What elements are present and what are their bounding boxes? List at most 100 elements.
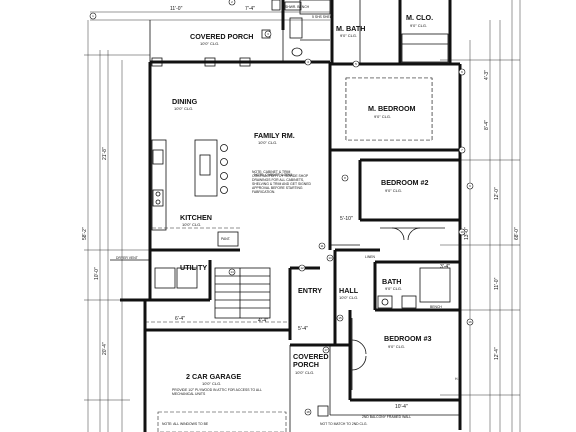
section-mark: [304, 58, 312, 66]
room-utility: UTILITY: [180, 263, 207, 272]
section-mark-label: 6: [461, 70, 463, 74]
ceiling-covered-porch-front: 10'0" CLG.: [295, 370, 314, 375]
ceiling-bedroom-3: 9'0" CLG.: [388, 344, 405, 349]
section-mark: [326, 254, 334, 262]
stair: [214, 267, 271, 319]
room-bath: BATH: [382, 277, 401, 286]
section-mark: [304, 408, 312, 416]
dim-hall: 5'-10": [340, 216, 353, 222]
dim-bath: 3'-4": [440, 264, 450, 270]
section-mark-label: 9: [469, 184, 471, 188]
note-garage: PROVIDE 1/2" PLYWOOD IN ATTIC FOR ACCESS…: [172, 388, 262, 396]
label-hb: H.B.: [455, 377, 462, 381]
room-entry: ENTRY: [298, 286, 322, 295]
ceiling-garage: 10'0" CLG.: [202, 381, 221, 386]
room-hall: HALL: [339, 286, 359, 295]
section-mark-label: 15: [338, 316, 342, 320]
room-m-bedroom: M. BEDROOM: [368, 104, 416, 113]
room-m-clo: M. CLO.: [406, 13, 433, 22]
section-mark-label: 7: [461, 148, 463, 152]
room-garage: 2 CAR GARAGE: [186, 372, 241, 381]
dim-right-5: 12'-4": [494, 347, 500, 360]
section-mark-label: 1: [92, 14, 94, 18]
dim-stair: 4'-4": [258, 318, 268, 324]
room-covered-porch-top: COVERED PORCH: [190, 32, 254, 41]
note-balcony: 2ND BALCONY FRAMED WALL: [362, 415, 411, 419]
section-mark: [264, 30, 272, 38]
section-mark: [458, 146, 466, 154]
note-cabinet-text: NOTE: CABINET & TRIM CONTRACTOR TO PROVI…: [252, 170, 311, 194]
section-mark: [352, 60, 360, 68]
label-bench: BENCH: [430, 305, 442, 309]
section-mark-label: 4: [307, 60, 309, 64]
dim-left-lower: 20'-4": [102, 342, 108, 355]
dim-right-1: 4'-3": [484, 70, 490, 80]
covered-porch-front: [289, 343, 460, 432]
ceiling-bath: 9'0" CLG.: [385, 286, 402, 291]
room-dining: DINING: [172, 97, 198, 106]
ceiling-kitchen: 10'0" CLG.: [182, 222, 201, 227]
room-bedroom-3: BEDROOM #3: [384, 334, 432, 343]
section-mark: [318, 242, 326, 250]
garage: [145, 321, 290, 432]
dim-right-outer: 68'-0": [514, 227, 520, 240]
section-mark: [466, 182, 474, 190]
dim-left-upper: 21'-8": [102, 147, 108, 160]
room-bedroom-2: BEDROOM #2: [381, 178, 429, 187]
master-suite-walls: [281, 0, 462, 430]
section-mark-label: 5: [355, 62, 357, 66]
dim-garage: 6'-4": [175, 316, 185, 322]
section-mark: [89, 12, 97, 20]
room-family: FAMILY RM.: [254, 131, 295, 140]
label-shower-bench: SHWR. BENCH: [285, 5, 310, 9]
label-linen: LINEN: [365, 255, 376, 259]
section-mark-label: 3: [267, 32, 269, 36]
dim-bed3: 10'-4": [395, 404, 408, 410]
bedroom-3-walls: [348, 310, 460, 402]
dim-left-inner: 10'-0": [94, 267, 100, 280]
kitchen-fixtures: [151, 139, 240, 247]
section-mark: [466, 318, 474, 326]
section-mark: [228, 268, 236, 276]
right-dimension-lines: [440, 0, 521, 432]
room-m-bath: M. BATH: [336, 24, 365, 33]
section-mark-label: 10: [460, 230, 464, 234]
section-mark-label: 11: [320, 244, 323, 248]
section-mark: [458, 228, 466, 236]
section-mark-label: 17: [324, 348, 328, 352]
label-shs-shelf: 5 SHS SHELF: [312, 15, 334, 19]
label-dryer-vent: DRYER VENT: [116, 256, 138, 260]
ceiling-dining: 10'0" CLG.: [174, 106, 193, 111]
room-covered-porch-front-2: PORCH: [293, 360, 319, 369]
section-mark: [228, 0, 236, 6]
room-kitchen: KITCHEN: [180, 213, 212, 222]
dim-top-left: 11'-0": [170, 6, 183, 12]
dim-right-4: 11'-0": [494, 277, 500, 290]
note-bottom: NOT TO MATCH TO 2ND CLG.: [320, 422, 368, 426]
section-mark-label: 16: [468, 320, 472, 324]
ceiling-bedroom-2: 9'0" CLG.: [385, 188, 402, 193]
dim-entry: 5'-4": [298, 326, 308, 332]
room-covered-porch-front-1: COVERED: [293, 352, 329, 361]
section-mark-label: 12: [300, 266, 304, 270]
dim-right-3: 12'-0": [494, 187, 500, 200]
section-mark: [458, 68, 466, 76]
section-mark-label: 13: [328, 256, 332, 260]
note-cabinet: NOTE: CABINET & TRIM: [254, 173, 292, 177]
section-mark: [322, 346, 330, 354]
section-mark-label: 2: [231, 0, 233, 4]
section-mark-label: 8: [344, 176, 346, 180]
dim-right-2: 8'-4": [484, 120, 490, 130]
master-bedroom: [330, 77, 460, 152]
bath-fixtures: [373, 260, 460, 312]
dim-right-6: 13'-0": [464, 227, 470, 240]
ceiling-m-clo: 9'0" CLG.: [410, 23, 427, 28]
utility-walls: [110, 259, 212, 302]
section-mark: [336, 314, 344, 322]
ceiling-m-bedroom: 9'0" CLG.: [374, 114, 391, 119]
ceiling-hall: 10'0" CLG.: [339, 295, 358, 300]
bedroom-2-walls: [358, 158, 460, 241]
section-mark: [298, 264, 306, 272]
